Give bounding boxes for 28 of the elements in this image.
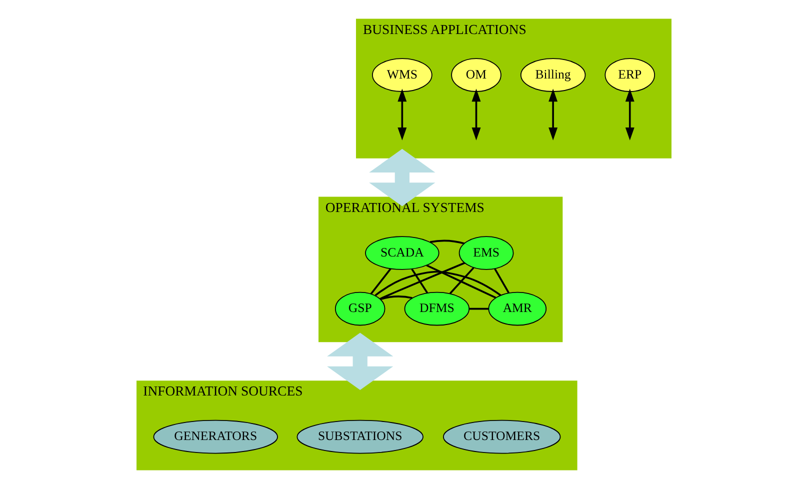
node-ellipse: DFMS xyxy=(404,292,470,326)
node-ellipse: GSP xyxy=(334,292,386,326)
connector xyxy=(494,268,510,294)
node-ellipse: SUBSTATIONS xyxy=(296,420,424,454)
node-ellipse: SCADA xyxy=(365,236,440,270)
node-ellipse: GENERATORS xyxy=(153,420,278,454)
arrow xyxy=(548,88,558,140)
connector xyxy=(380,296,412,300)
connector xyxy=(374,270,502,296)
node-ellipse: CUSTOMERS xyxy=(442,420,561,454)
arrow xyxy=(398,88,407,140)
node-ellipse: AMR xyxy=(488,292,547,326)
node-ellipse: ERP xyxy=(604,58,656,92)
node-ellipse: EMS xyxy=(458,236,514,270)
node-ellipse: Billing xyxy=(520,58,586,92)
connector xyxy=(411,268,428,294)
connector xyxy=(370,268,392,294)
node-ellipse: WMS xyxy=(372,58,432,92)
arrow xyxy=(625,88,634,140)
connector xyxy=(469,308,489,310)
arrow xyxy=(472,88,481,140)
connector xyxy=(449,267,474,294)
node-ellipse: OM xyxy=(451,58,502,92)
connector xyxy=(426,264,496,299)
arrow xyxy=(327,332,394,390)
connector xyxy=(380,262,466,300)
connector xyxy=(430,240,465,244)
arrow xyxy=(369,148,436,206)
